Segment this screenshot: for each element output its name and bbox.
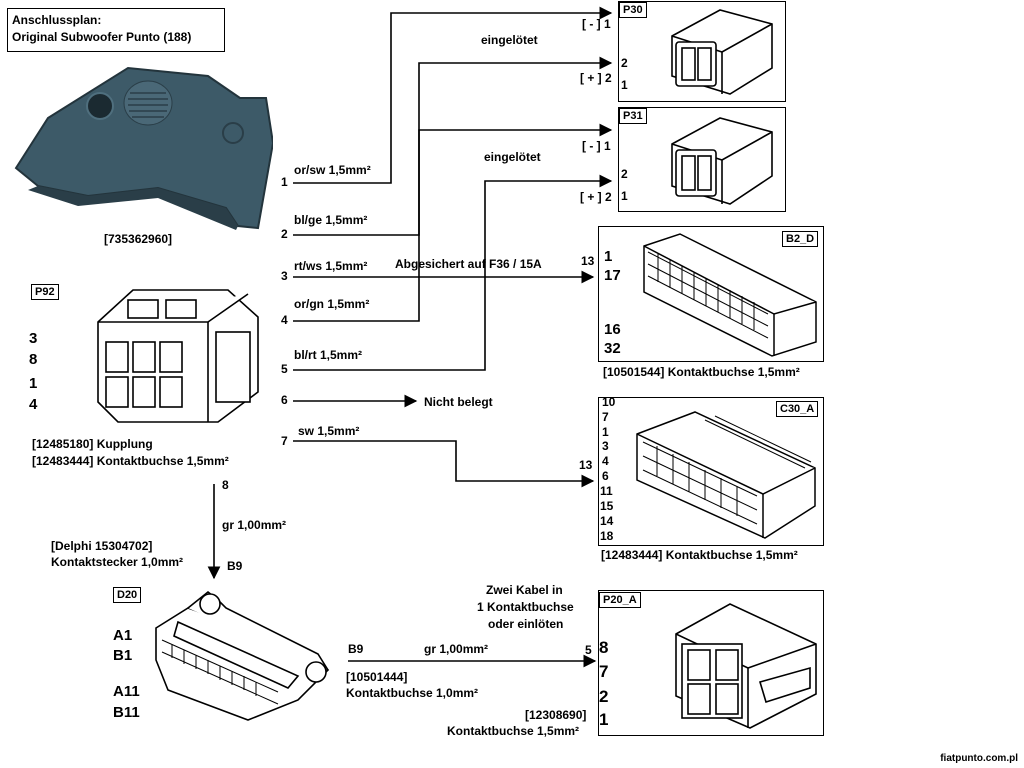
wire-5-label: bl/rt 1,5mm²: [294, 348, 363, 362]
wire-2: [293, 56, 613, 236]
wire-5: [293, 174, 613, 371]
c30a-connector-image: [636, 411, 816, 539]
p30-connector-image: [671, 9, 773, 95]
c30a-pin-11: 11: [600, 484, 613, 498]
delphi-part-1: [Delphi 15304702]: [51, 539, 153, 553]
p31-pin-1: 1: [621, 189, 628, 203]
title-line-2: Original Subwoofer Punto (188): [12, 30, 192, 44]
d20-part-1: [10501444]: [346, 670, 408, 684]
wire-1-label: or/sw 1,5mm²: [294, 163, 371, 177]
c30a-part: [12483444] Kontaktbuchse 1,5mm²: [601, 548, 798, 562]
p20a-pin-1: 1: [599, 710, 609, 729]
eingeloetet-note-1: eingelötet: [481, 33, 538, 47]
p92-connector-image: [97, 289, 259, 423]
wire-2-label: bl/ge 1,5mm²: [294, 213, 368, 227]
p92-pin-1: 1: [29, 375, 38, 392]
p30-pin-2: 2: [621, 56, 628, 70]
p20a-pin-7: 7: [599, 662, 609, 681]
wire-7: [293, 440, 595, 488]
watermark: fiatpunto.com.pl: [940, 753, 1018, 764]
p20a-note-1: Zwei Kabel in: [486, 583, 563, 597]
p20a-pin-8: 8: [599, 638, 609, 657]
p30-tag: P30: [619, 2, 647, 18]
c30a-pin-14: 14: [600, 514, 614, 528]
c30a-pin-7: 7: [602, 410, 609, 424]
title-line-1: Anschlussplan:: [12, 13, 102, 27]
subwoofer-part-number: [735362960]: [104, 232, 173, 246]
d20-pin-a11: A11: [113, 683, 140, 700]
b2d-pin-32: 32: [604, 340, 621, 357]
p31-pin-minus: [ - ] 1: [582, 139, 611, 153]
p30-pin-minus: [ - ] 1: [582, 17, 611, 31]
d20-wire-label: gr 1,00mm²: [424, 642, 489, 656]
p92-tag: P92: [31, 284, 59, 300]
b2d-pin-1: 1: [604, 248, 613, 265]
d20-tag: D20: [113, 587, 142, 603]
p20a-pin-2: 2: [599, 687, 609, 706]
vertical-wire-label: gr 1,00mm²: [222, 518, 287, 532]
b2d-pin-13: 13: [581, 254, 595, 268]
vertical-wire-bottom-number: B9: [227, 559, 243, 573]
subwoofer-housing-image: [14, 66, 273, 230]
d20-pin-b9: B9: [348, 642, 364, 656]
wire-1: [293, 6, 613, 184]
p92-pin-8: 8: [29, 351, 38, 368]
d20-pin-b1: B1: [113, 647, 133, 664]
c30a-pin-1: 1: [602, 425, 609, 439]
p20a-pin-5: 5: [585, 643, 592, 657]
p92-part-1: [12485180] Kupplung: [32, 437, 153, 451]
p92-pin-3: 3: [29, 330, 38, 347]
wire-7-number: 7: [281, 434, 288, 448]
d20-connector-image: [155, 590, 330, 721]
b2d-part: [10501544] Kontaktbuchse 1,5mm²: [603, 365, 800, 379]
c30a-pin-4: 4: [602, 454, 609, 468]
c30a-tag: C30_A: [776, 401, 819, 417]
wire-6-label: Nicht belegt: [424, 395, 493, 409]
wire-4: [293, 123, 613, 322]
c30a-pin-18: 18: [600, 529, 614, 543]
title-box: Anschlussplan: Original Subwoofer Punto …: [7, 8, 225, 52]
p20a-note-3: oder einlöten: [488, 617, 564, 631]
p20a-part-2: Kontaktbuchse 1,5mm²: [447, 724, 580, 738]
p31-pin-2: 2: [621, 167, 628, 181]
wire-5-number: 5: [281, 362, 288, 376]
wire-7-label: sw 1,5mm²: [298, 424, 360, 438]
d20-part-2: Kontaktbuchse 1,0mm²: [346, 686, 479, 700]
p31-pin-plus: [ + ] 2: [580, 190, 612, 204]
c30a-pin-13: 13: [579, 458, 593, 472]
eingeloetet-note-2: eingelötet: [484, 150, 541, 164]
d20-pin-b11: B11: [113, 704, 140, 721]
wire-4-number: 4: [281, 313, 288, 327]
p30-pin-1: 1: [621, 78, 628, 92]
b2d-pin-16: 16: [604, 321, 621, 338]
c30a-pin-3: 3: [602, 439, 609, 453]
wire-2-number: 2: [281, 227, 288, 241]
c30a-pin-6: 6: [602, 469, 609, 483]
p20a-note-2: 1 Kontaktbuchse: [477, 600, 574, 614]
b2d-tag: B2_D: [782, 231, 819, 247]
wire-6-number: 6: [281, 393, 288, 407]
wire-4-label: or/gn 1,5mm²: [294, 297, 370, 311]
p30-pin-plus: [ + ] 2: [580, 71, 612, 85]
p20a-part-1: [12308690]: [525, 708, 587, 722]
p20a-connector-image: [675, 603, 817, 729]
c30a-pin-15: 15: [600, 499, 614, 513]
p92-part-2: [12483444] Kontaktbuchse 1,5mm²: [32, 454, 229, 468]
b2d-pin-17: 17: [604, 267, 621, 284]
wire-1-number: 1: [281, 175, 288, 189]
d20-pin-a1: A1: [113, 627, 133, 644]
p20a-tag: P20_A: [599, 592, 641, 608]
p31-connector-image: [671, 117, 773, 205]
c30a-pin-10: 10: [602, 395, 616, 409]
wire-3-number: 3: [281, 269, 288, 283]
delphi-part-2: Kontaktstecker 1,0mm²: [51, 555, 184, 569]
p31-tag: P31: [619, 108, 647, 124]
wire-3-label: rt/ws 1,5mm²: [294, 259, 368, 273]
vertical-wire-top-number: 8: [222, 478, 229, 492]
fuse-note: Abgesichert auf F36 / 15A: [395, 257, 542, 271]
b2d-connector-image: [643, 233, 817, 357]
p92-pin-4: 4: [29, 396, 38, 413]
